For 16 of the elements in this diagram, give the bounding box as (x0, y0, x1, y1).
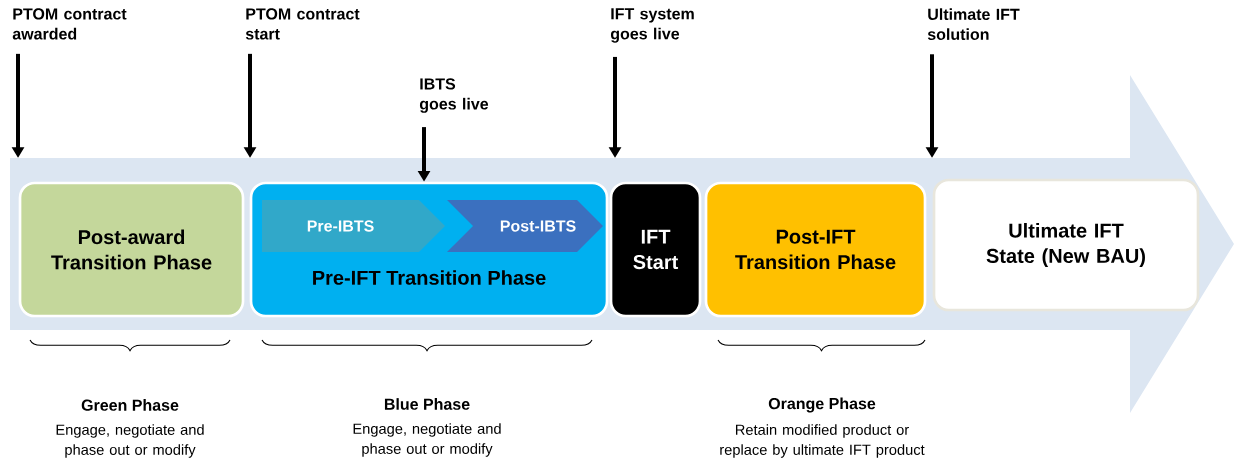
milestone-label: Ultimate IFT solution (927, 8, 1020, 40)
milestone-label: IFT system goes live (610, 8, 694, 43)
phase-box: Post-award Transition Phase (18, 181, 245, 318)
phase-heading: Green Phase (81, 399, 179, 411)
milestone-label: PTOM contract awarded (12, 8, 127, 40)
phase-heading: Orange Phase (768, 397, 876, 413)
phase-box: Ultimate IFT State (New BAU) (932, 178, 1200, 312)
milestone-label: PTOM contract start (245, 8, 360, 40)
phase-box: IFT Start (609, 181, 702, 318)
stage-box: Post-IBTS (447, 200, 603, 252)
milestone-label: IBTS goes live (419, 78, 489, 113)
phase-box: Post-IFT Transition Phase (704, 181, 927, 318)
phase-description: Engage, negotiate and phase out or modify (56, 424, 204, 458)
phase-description: Retain modified product or replace by ultimate IFT product (720, 424, 925, 458)
phase-description: Engage, negotiate and phase out or modify (353, 423, 501, 457)
phase-heading: Blue Phase (384, 398, 470, 410)
